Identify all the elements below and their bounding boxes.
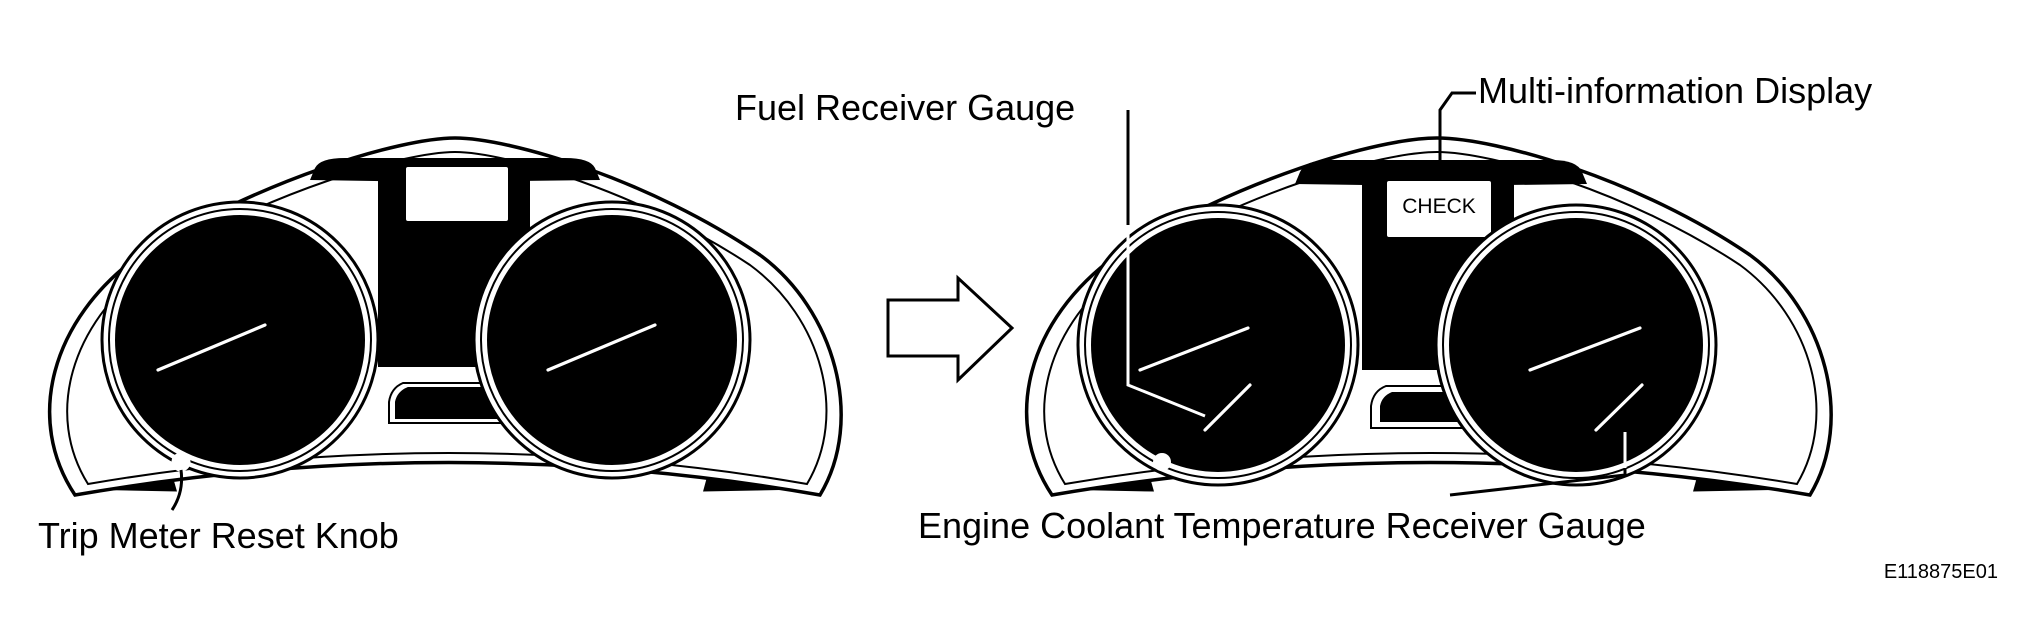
fuel-gauge-leader (1126, 110, 1209, 422)
multi-information-display-label: Multi-information Display (1478, 70, 1872, 111)
cluster-before (47, 136, 843, 511)
tach-needle-after (1528, 326, 1642, 372)
arrow-icon (886, 274, 1015, 384)
multi-information-display-blank (404, 165, 510, 223)
multi-info-display-leader (1438, 91, 1476, 180)
left-gauge-before (100, 200, 380, 480)
trip-meter-reset-knob (171, 452, 191, 472)
trip-knob-leader (170, 469, 184, 511)
speed-needle-after (1138, 326, 1250, 372)
fuel-gauge-leader-white (1126, 225, 1206, 418)
display-check-text: CHECK (1402, 195, 1476, 218)
cluster-after: CHECK (1024, 136, 1833, 497)
left-gauge-after (1076, 203, 1360, 487)
trip-meter-reset-knob-after (1153, 453, 1171, 471)
right-gauge-needle (546, 323, 657, 372)
coolant-temperature-needle (1594, 383, 1644, 432)
right-gauge-after (1434, 203, 1718, 487)
engine-coolant-temperature-receiver-gauge-label: Engine Coolant Temperature Receiver Gaug… (918, 505, 1646, 546)
trip-meter-reset-knob-label: Trip Meter Reset Knob (38, 515, 399, 556)
fuel-receiver-needle (1203, 383, 1252, 432)
fuel-receiver-gauge-label: Fuel Receiver Gauge (735, 87, 1075, 128)
figure-code: E118875E01 (1884, 561, 1998, 583)
right-gauge-before (472, 200, 752, 480)
left-gauge-needle (156, 323, 267, 372)
